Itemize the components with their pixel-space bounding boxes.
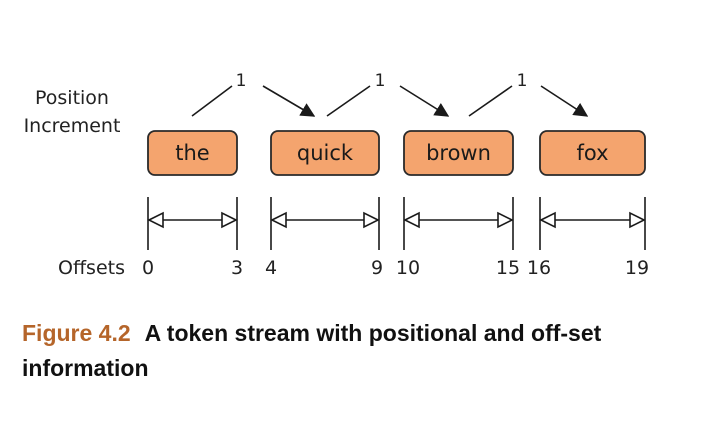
token-text-the: the [175,141,209,165]
offset-span-the [147,197,238,250]
token-fox: fox [539,130,646,176]
offset-span-fox [539,197,646,250]
offset-end-fox: 19 [625,257,649,279]
increment-value-1: 1 [236,71,247,91]
offset-end-brown: 15 [496,257,520,279]
token-the: the [147,130,238,176]
offset-start-brown: 10 [396,257,420,279]
token-brown: brown [403,130,514,176]
figure-caption-text: A token stream with positional and off-s… [22,320,602,381]
increment-value-2: 1 [375,71,386,91]
offset-span-brown [403,197,514,250]
position-increment-3: 1 [468,71,589,117]
token-text-fox: fox [576,141,608,165]
offset-start-the: 0 [142,257,154,279]
token-quick: quick [270,130,380,176]
offset-start-quick: 4 [265,257,277,279]
increment-value-3: 1 [517,71,528,91]
position-increment-1: 1 [191,71,316,117]
offset-start-fox: 16 [527,257,551,279]
increment-label-line2: Increment [24,115,121,137]
offset-span-quick [270,197,380,250]
offsets-label: Offsets [58,257,125,279]
offset-end-quick: 9 [371,257,383,279]
figure-number: Figure 4.2 [22,320,131,346]
offset-end-the: 3 [231,257,243,279]
token-text-brown: brown [426,141,491,165]
position-increment-2: 1 [326,71,450,117]
position-label-line1: Position [35,87,109,109]
token-text-quick: quick [297,141,354,165]
